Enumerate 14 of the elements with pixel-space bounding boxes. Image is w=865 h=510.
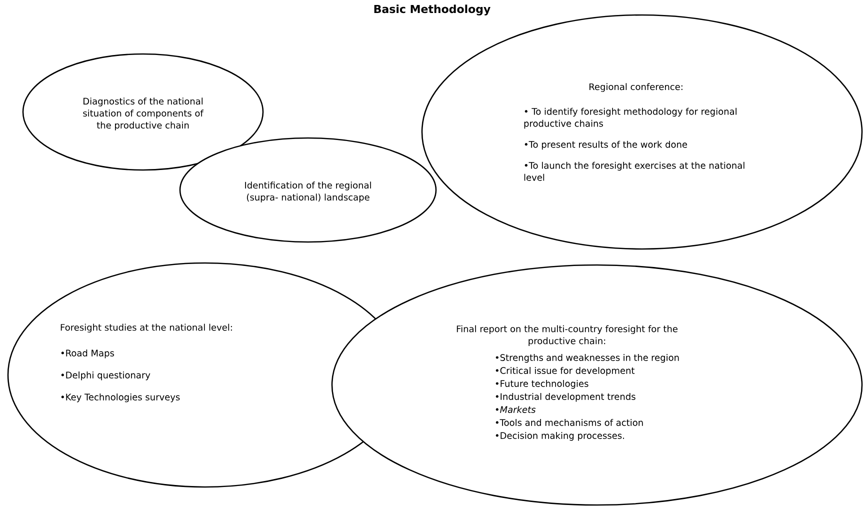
node-label: •Industrial development trends	[496, 392, 636, 402]
ellipse-bubble: Foresight studies at the national level: •Road Maps •Delphi questionary •Key Technologies surveys	[7, 262, 403, 488]
ellipse-bubble: Regional conference: • To identify foresight methodology for regional productive chains •To present results of the work done •To launch the foresight exercises at the national level	[421, 14, 863, 250]
node-label: •Future technologies	[496, 380, 588, 389]
node-label: •Critical issue for development	[496, 366, 635, 376]
ellipse-bubble: Final report on the multi-country foresight for the productive chain: •Strengths and weaknesses in the region •Critical issue for development •Future technologies •Industrial development trends •Markets •Tools and mechanisms of action •Decision making processes.	[331, 264, 863, 506]
node-label: •Markets	[496, 406, 536, 413]
node-label: •Strengths and weaknesses in the region	[496, 354, 679, 363]
node-label: Final report on the multi-country foresight for the productive chain:	[456, 325, 678, 346]
ellipse-bubble: Diagnostics of the national situation of components of the productive chain	[22, 53, 264, 171]
node-label: •Decision making processes.	[496, 432, 624, 441]
node-label: •Tools and mechanisms of action	[496, 418, 643, 426]
title: Basic Methodology	[374, 4, 490, 16]
ellipse-bubble: Identification of the regional (supra- national) landscape	[179, 137, 437, 243]
